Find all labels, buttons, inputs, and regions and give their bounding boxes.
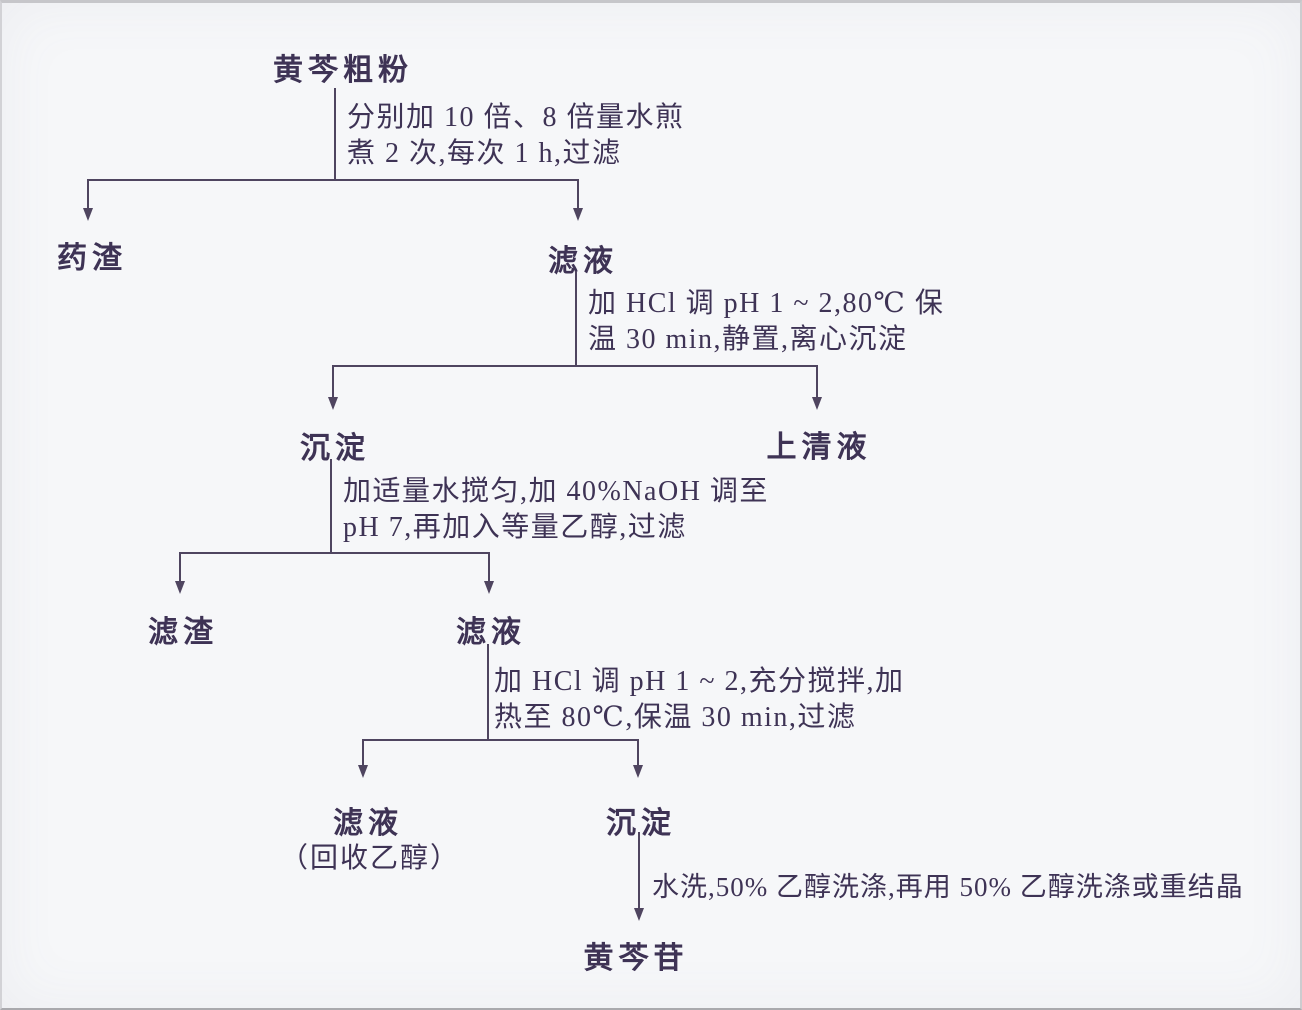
process-step-5-line1: 水洗,50% 乙醇洗涤,再用 50% 乙醇洗涤或重结晶: [652, 872, 1244, 902]
arrow-down-precipitate-2: [637, 739, 639, 766]
process-step-3: 加适量水搅匀,加 40%NaOH 调至 pH 7,再加入等量乙醇,过滤: [343, 474, 769, 546]
process-step-5: 水洗,50% 乙醇洗涤,再用 50% 乙醇洗涤或重结晶: [652, 869, 1244, 905]
arrow-down-filtrate-3: [362, 739, 364, 766]
process-step-2-line2: 温 30 min,静置,离心沉淀: [588, 324, 908, 355]
branch-line-2: [332, 365, 818, 367]
arrow-down-supernatant: [816, 365, 818, 398]
node-filtrate-3: 滤液: [333, 807, 403, 840]
arrow-down-filtrate-1: [577, 179, 579, 209]
flow-line-precipitate-1: [330, 459, 332, 554]
node-precipitate-2: 沉淀: [606, 807, 676, 840]
arrow-down-filtrate-2: [488, 552, 490, 582]
flow-line-filtrate-1: [575, 271, 577, 367]
process-step-1-line1: 分别加 10 倍、8 倍量水煎: [347, 102, 685, 133]
process-step-3-line2: pH 7,再加入等量乙醇,过滤: [343, 512, 687, 543]
node-filter-residue: 滤渣: [148, 616, 218, 649]
branch-line-1: [87, 179, 579, 181]
process-step-4: 加 HCl 调 pH 1 ~ 2,充分搅拌,加 热至 80℃,保温 30 min…: [494, 664, 905, 736]
flow-line-source: [334, 88, 336, 179]
node-residue-1: 药渣: [57, 242, 127, 275]
node-supernatant: 上清液: [766, 431, 872, 464]
process-step-1: 分别加 10 倍、8 倍量水煎 煮 2 次,每次 1 h,过滤: [347, 100, 685, 172]
arrow-down-residue-1: [87, 179, 89, 209]
process-step-2-line1: 加 HCl 调 pH 1 ~ 2,80℃ 保: [588, 288, 945, 319]
arrow-down-precipitate-1: [332, 365, 334, 398]
branch-line-4: [362, 739, 639, 741]
process-step-1-line2: 煮 2 次,每次 1 h,过滤: [347, 138, 622, 169]
arrow-down-product: [638, 832, 640, 909]
node-filtrate-3-note: （回收乙醇）: [279, 843, 461, 874]
node-source: 黄芩粗粉: [273, 54, 413, 87]
process-step-4-line1: 加 HCl 调 pH 1 ~ 2,充分搅拌,加: [494, 666, 905, 697]
arrow-down-filter-residue: [179, 552, 181, 582]
flow-line-filtrate-2: [487, 644, 489, 741]
process-step-3-line1: 加适量水搅匀,加 40%NaOH 调至: [343, 476, 769, 507]
process-step-4-line2: 热至 80℃,保温 30 min,过滤: [494, 702, 857, 733]
process-step-2: 加 HCl 调 pH 1 ~ 2,80℃ 保 温 30 min,静置,离心沉淀: [588, 286, 944, 358]
node-product: 黄芩苷: [583, 942, 689, 975]
node-precipitate-1: 沉淀: [300, 432, 370, 465]
node-filtrate-2: 滤液: [456, 616, 526, 649]
node-filtrate-1: 滤液: [548, 245, 618, 278]
branch-line-3: [179, 552, 490, 554]
